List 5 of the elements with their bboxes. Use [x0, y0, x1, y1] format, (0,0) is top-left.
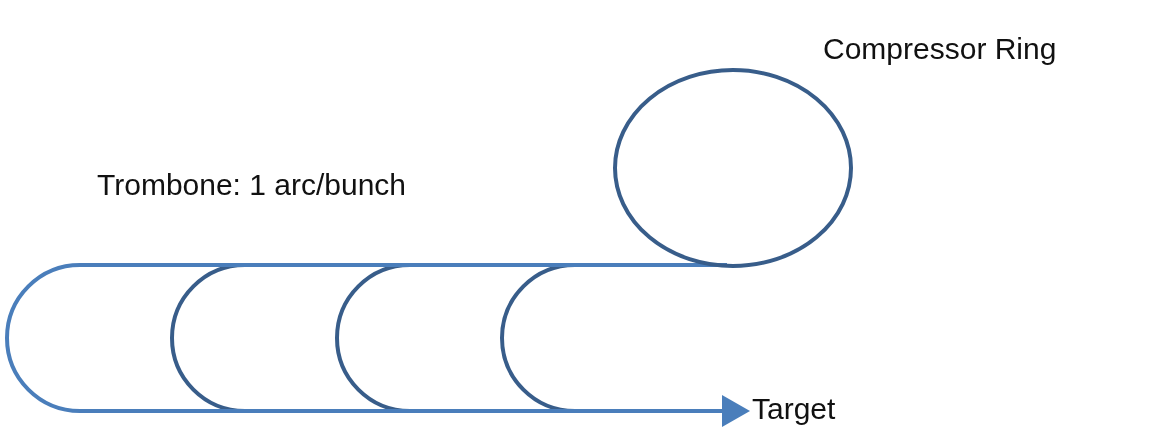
ring-circle	[613, 68, 853, 268]
target-label: Target	[752, 392, 836, 425]
ring-label: Compressor Ring	[823, 32, 1057, 66]
beam-path-arrow	[5, 263, 750, 427]
trombone-label: Trombone: 1 arc/bunch	[97, 168, 407, 202]
